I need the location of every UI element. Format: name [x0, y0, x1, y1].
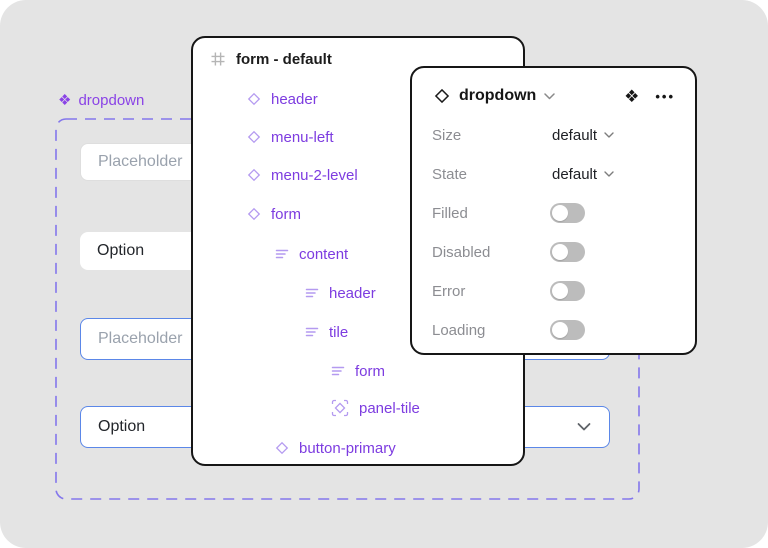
layer-item-label: form: [271, 205, 301, 223]
component-tag-label: dropdown: [78, 92, 145, 109]
toggle-knob: [552, 283, 568, 299]
chevron-down-icon[interactable]: [544, 92, 556, 100]
property-row-filled: Filled: [432, 202, 675, 224]
property-row-error: Error: [432, 280, 675, 302]
layer-item-label: tile: [329, 323, 349, 341]
layer-item[interactable]: header: [193, 86, 523, 112]
select-value: default: [552, 126, 598, 144]
disabled-toggle[interactable]: [550, 242, 585, 262]
property-label: Filled: [432, 204, 468, 222]
property-label: Disabled: [432, 243, 491, 261]
instance-diamond-icon: [275, 441, 289, 455]
toggle-knob: [552, 205, 568, 221]
input-placeholder-text: Placeholder: [98, 153, 183, 170]
layer-item[interactable]: form: [193, 358, 523, 384]
size-select[interactable]: default: [552, 127, 614, 144]
layer-item-label: header: [271, 90, 318, 108]
properties-panel-title: dropdown: [459, 87, 537, 104]
layer-item-label: panel-tile: [359, 399, 420, 417]
layer-item[interactable]: button-primary: [193, 435, 523, 461]
instance-diamond-icon: [434, 88, 450, 104]
option-label: Option: [98, 418, 146, 435]
layer-item[interactable]: panel-tile: [193, 395, 523, 421]
layer-item[interactable]: header: [193, 280, 523, 306]
frame-icon: [210, 51, 226, 67]
properties-panel: dropdown ❖ ••• Size default State: [410, 66, 697, 355]
list-lines-icon: [275, 247, 289, 261]
loading-toggle[interactable]: [550, 320, 585, 340]
property-label: Error: [432, 282, 466, 300]
input-placeholder-text: Placeholder: [98, 330, 183, 347]
layer-item-label: menu-2-level: [271, 166, 358, 184]
property-label: Loading: [432, 321, 486, 339]
instance-diamond-icon: [247, 168, 261, 182]
component-icon: ❖: [58, 92, 72, 109]
filled-toggle[interactable]: [550, 203, 585, 223]
layers-panel-title: form - default: [236, 50, 332, 68]
list-lines-icon: [331, 364, 345, 378]
layers-panel-title-row[interactable]: form - default: [193, 46, 523, 72]
layer-item[interactable]: form: [193, 201, 523, 227]
instance-diamond-icon: [247, 130, 261, 144]
property-row-state: State default: [432, 163, 675, 185]
instance-diamond-icon: [247, 207, 261, 221]
more-options-icon[interactable]: •••: [655, 88, 675, 104]
layer-item-label: button-primary: [299, 439, 396, 457]
select-value: default: [552, 165, 598, 183]
component-icon[interactable]: ❖: [624, 86, 640, 106]
property-label: State: [432, 165, 468, 183]
layer-item-label: content: [299, 245, 349, 263]
layer-item[interactable]: content: [193, 241, 523, 267]
property-label: Size: [432, 126, 462, 144]
instance-frame-icon: [331, 399, 349, 417]
error-toggle[interactable]: [550, 281, 585, 301]
layer-item-label: header: [329, 284, 376, 302]
chevron-down-icon: [604, 132, 614, 138]
chevron-down-icon: [604, 171, 614, 177]
state-select[interactable]: default: [552, 166, 614, 183]
selection-bounds: [55, 118, 640, 500]
toggle-knob: [552, 244, 568, 260]
layer-item[interactable]: tile: [193, 319, 523, 345]
component-tag[interactable]: ❖ dropdown: [58, 92, 144, 109]
list-lines-icon: [305, 325, 319, 339]
layer-item[interactable]: menu-left: [193, 124, 523, 150]
property-row-size: Size default: [432, 124, 675, 146]
properties-panel-header: dropdown ❖ •••: [412, 82, 695, 110]
layer-item-label: form: [355, 362, 385, 380]
chevron-down-icon: [577, 423, 591, 432]
list-lines-icon: [305, 286, 319, 300]
layer-item-label: menu-left: [271, 128, 334, 146]
layer-item[interactable]: menu-2-level: [193, 162, 523, 188]
property-row-loading: Loading: [432, 319, 675, 341]
instance-diamond-icon: [247, 92, 261, 106]
toggle-knob: [552, 322, 568, 338]
property-row-disabled: Disabled: [432, 241, 675, 263]
option-label: Option: [97, 242, 145, 259]
